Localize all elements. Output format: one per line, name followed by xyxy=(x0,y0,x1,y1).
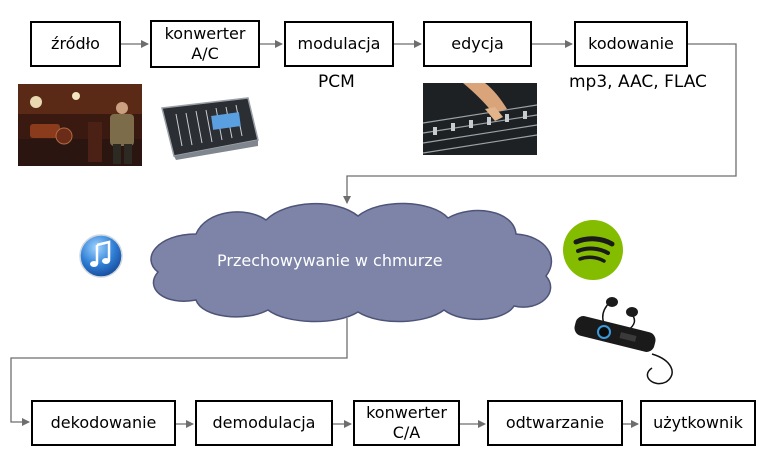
box-demodulacja: demodulacja xyxy=(195,400,333,446)
cloud-label: Przechowywanie w chmurze xyxy=(217,251,443,270)
box-konwerter-ca: konwerter C/A xyxy=(353,400,460,446)
mixer-console-icon xyxy=(152,90,262,160)
box-kodowanie: kodowanie xyxy=(574,21,688,67)
box-odtwarzanie: odtwarzanie xyxy=(487,400,623,446)
mp3-player-icon xyxy=(574,297,673,385)
box-konwerter-ac: konwerter A/C xyxy=(150,20,260,68)
box-edycja: edycja xyxy=(423,21,532,67)
box-uzytkownik: użytkownik xyxy=(640,400,756,446)
box-zrodlo: źródło xyxy=(30,21,121,67)
arrow-kodowanie-cloud xyxy=(343,43,737,204)
box-modulacja: modulacja xyxy=(284,21,394,67)
cloud-storage xyxy=(150,202,553,323)
spotify-logo-icon xyxy=(563,220,623,280)
mixing-desk-photo-icon xyxy=(423,83,537,155)
note-pcm: PCM xyxy=(318,72,355,92)
band-photo-icon xyxy=(18,84,142,166)
box-dekodowanie: dekodowanie xyxy=(31,400,176,446)
note-formats: mp3, AAC, FLAC xyxy=(569,72,707,92)
itunes-logo-icon xyxy=(79,234,123,278)
arrow-cloud-dekodowanie xyxy=(10,318,348,426)
